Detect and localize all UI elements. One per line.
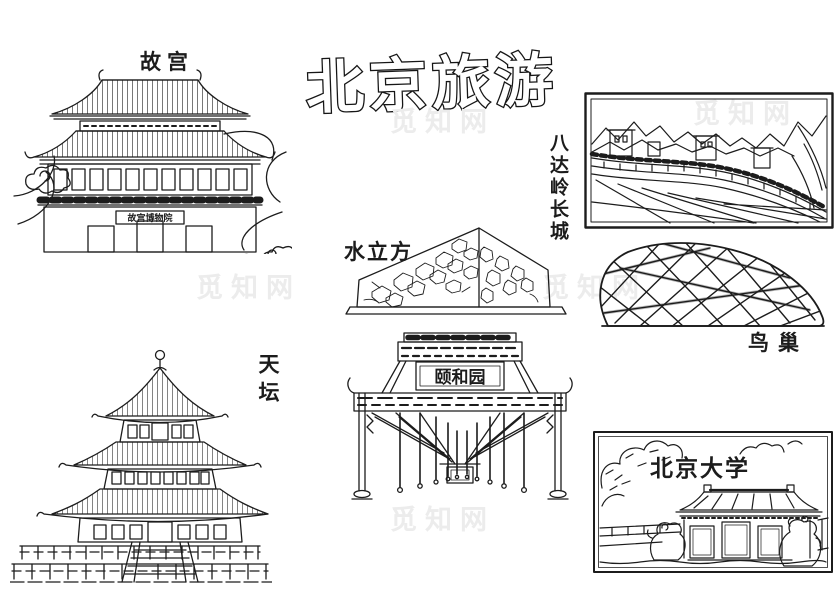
summer-palace-plaque-text: 颐和园 xyxy=(435,368,486,387)
label-great-wall: 八达岭长城 xyxy=(547,133,568,243)
label-forbidden-city: 故宫 xyxy=(140,51,194,74)
label-birds-nest: 鸟巢 xyxy=(748,332,808,355)
label-temple-of-heaven: 天坛 xyxy=(256,353,279,409)
watermark: 觅知网 xyxy=(196,273,301,303)
watermark: 觅知网 xyxy=(693,99,798,129)
watermark: 觅知网 xyxy=(542,273,647,303)
label-water-cube: 水立方 xyxy=(344,241,413,264)
forbidden-city-drawing: 故宫博物院 xyxy=(13,69,292,254)
watermark: 觅知网 xyxy=(390,107,495,137)
water-cube-drawing xyxy=(345,227,567,315)
watermark: 觅知网 xyxy=(390,505,495,535)
forbidden-city-plaque-text: 故宫博物院 xyxy=(127,212,172,223)
page-title: 北京旅游 xyxy=(305,48,559,122)
great-wall-drawing xyxy=(584,92,834,229)
page-title-art: 北京旅游 xyxy=(304,46,561,122)
birds-nest-drawing xyxy=(599,242,825,327)
temple-of-heaven-drawing xyxy=(10,349,272,583)
peking-university-label: 北京大学 xyxy=(650,455,750,481)
summer-palace-drawing: 颐和园 xyxy=(347,332,573,500)
summer-palace-plaque xyxy=(415,361,505,391)
peking-university-drawing: 北京大学 xyxy=(593,431,833,573)
palace-plaque xyxy=(115,210,185,225)
